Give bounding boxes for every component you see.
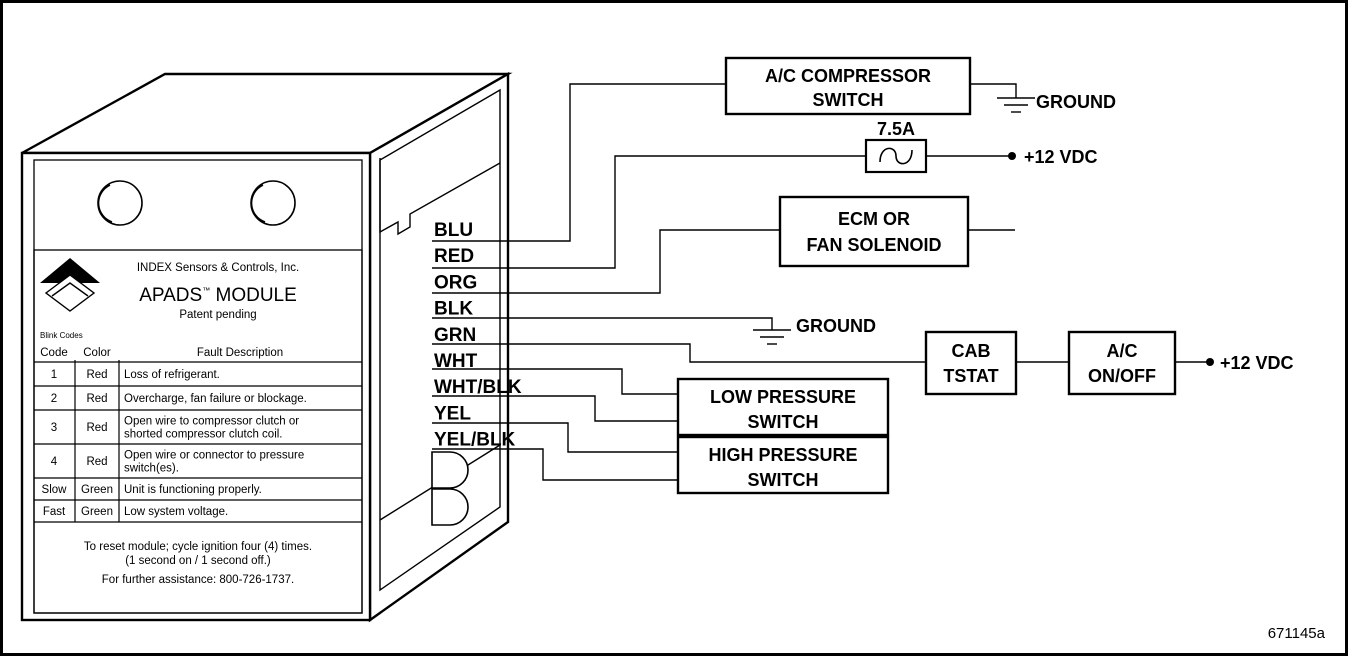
svg-text:A/C: A/C (1107, 341, 1138, 361)
wire-blu (432, 83, 726, 242)
svg-text:CAB: CAB (952, 341, 991, 361)
row-code: 2 (51, 393, 57, 405)
svg-text:SWITCH: SWITCH (813, 90, 884, 110)
wire-label-blu: BLU (434, 220, 473, 241)
wire-compressor-ground (970, 83, 1017, 98)
ground-label-2: GROUND (796, 316, 876, 336)
index-logo (40, 258, 100, 312)
table-row: 3 Red Open wire to compressor clutch orsho… (51, 416, 299, 441)
wire-label-org: ORG (434, 272, 477, 293)
wire-org (432, 229, 780, 294)
svg-text:TSTAT: TSTAT (943, 366, 998, 386)
wire-grn (432, 343, 926, 363)
svg-text:HIGH PRESSURE: HIGH PRESSURE (708, 445, 857, 465)
company-name: INDEX Sensors & Controls, Inc. (137, 262, 299, 274)
svg-text:SWITCH: SWITCH (748, 470, 819, 490)
wire-red (432, 155, 866, 269)
reset-instructions-1: To reset module; cycle ignition four (4)… (84, 541, 312, 553)
table-row: 4 Red Open wire or connector to pressuresw… (51, 450, 304, 475)
table-row: 1 Red Loss of refrigerant. (51, 369, 220, 381)
side-recess (379, 88, 501, 592)
wire-wht (432, 368, 678, 395)
power-terminal-1 (1008, 152, 1016, 160)
svg-text:LOW PRESSURE: LOW PRESSURE (710, 387, 856, 407)
wire-label-wht-blk: WHT/BLK (434, 377, 522, 398)
row-color: Green (81, 484, 113, 496)
wire-label-yel-blk: YEL/BLK (434, 430, 516, 451)
wire-yel-blk (432, 448, 678, 481)
low-pressure-switch: LOW PRESSURE SWITCH (676, 377, 890, 437)
row-code: 3 (51, 422, 57, 434)
row-description: Loss of refrigerant. (124, 369, 220, 381)
module-subtitle: Patent pending (179, 309, 256, 321)
row-description: Overcharge, fan failure or blockage. (124, 393, 307, 405)
row-code: Slow (42, 484, 68, 496)
row-description: Open wire to compressor clutch or (124, 416, 299, 428)
svg-text:SWITCH: SWITCH (748, 412, 819, 432)
power-label-2: +12 VDC (1220, 353, 1294, 373)
svg-text:ECM OR: ECM OR (838, 209, 910, 229)
wire-yel (432, 422, 678, 453)
ac-compressor-switch: A/C COMPRESSOR SWITCH (724, 56, 972, 116)
row-color: Red (86, 422, 107, 434)
table-row: Slow Green Unit is functioning properly. (42, 484, 262, 496)
led-left (97, 180, 143, 226)
ac-on-off-switch: A/C ON/OFF (1067, 330, 1177, 396)
table-row: 2 Red Overcharge, fan failure or blockage. (51, 393, 307, 405)
table-header-fault-description: Fault Description (197, 347, 283, 359)
fuse-icon (864, 138, 928, 174)
wire-labels: BLU RED ORG BLK GRN WHT WHT/BLK YEL YEL/BLK (434, 220, 522, 451)
table-header-color: Color (83, 347, 111, 359)
row-code: Fast (43, 506, 66, 518)
fuse-rating: 7.5A (877, 119, 915, 139)
row-code: 4 (51, 456, 58, 468)
cab-tstat: CAB TSTAT (924, 330, 1018, 396)
row-code: 1 (51, 369, 57, 381)
row-color: Green (81, 506, 113, 518)
wire-wht-blk (432, 395, 678, 422)
row-description: shorted compressor clutch coil. (124, 429, 283, 441)
svg-text:ON/OFF: ON/OFF (1088, 366, 1156, 386)
row-color: Red (86, 393, 107, 405)
side-notch-1 (379, 158, 501, 236)
connector-socket-lower (431, 488, 469, 526)
apads-module: INDEX Sensors & Controls, Inc. APADS™ MO… (20, 71, 513, 623)
blink-codes-label: Blink Codes (40, 331, 83, 340)
module-side-face (368, 71, 510, 623)
power-label-1: +12 VDC (1024, 147, 1098, 167)
reset-instructions-2: (1 second on / 1 second off.) (125, 555, 271, 567)
figure-id: 671145a (1268, 625, 1326, 642)
ground-label-1: GROUND (1036, 92, 1116, 112)
wire-label-grn: GRN (434, 325, 476, 346)
svg-text:A/C COMPRESSOR: A/C COMPRESSOR (765, 66, 931, 86)
wire-blk (432, 317, 773, 330)
wire-label-wht: WHT (434, 351, 478, 372)
row-description: Unit is functioning properly. (124, 484, 262, 496)
wire-label-yel: YEL (434, 403, 471, 424)
label-panel (33, 249, 363, 614)
ground-symbol-1 (997, 97, 1035, 113)
wire-label-red: RED (434, 246, 474, 267)
led-right (250, 180, 296, 226)
table-row: Fast Green Low system voltage. (43, 506, 228, 518)
ground-symbol-2 (753, 329, 791, 345)
power-terminal-2 (1206, 358, 1214, 366)
high-pressure-switch: HIGH PRESSURE SWITCH (676, 435, 890, 495)
row-description: Low system voltage. (124, 506, 228, 518)
svg-text:FAN SOLENOID: FAN SOLENOID (806, 235, 941, 255)
row-color: Red (86, 456, 107, 468)
assistance-phone: For further assistance: 800-726-1737. (102, 574, 294, 586)
row-description: switch(es). (124, 463, 179, 475)
ecm-fan-solenoid: ECM OR FAN SOLENOID (778, 195, 970, 268)
row-description: Open wire or connector to pressure (124, 450, 304, 462)
row-color: Red (86, 369, 107, 381)
wiring (432, 83, 1214, 481)
module-title: APADS™ MODULE (139, 285, 297, 306)
table-header-code: Code (40, 347, 68, 359)
connector-socket-upper (431, 451, 469, 489)
wire-label-blk: BLK (434, 299, 473, 320)
